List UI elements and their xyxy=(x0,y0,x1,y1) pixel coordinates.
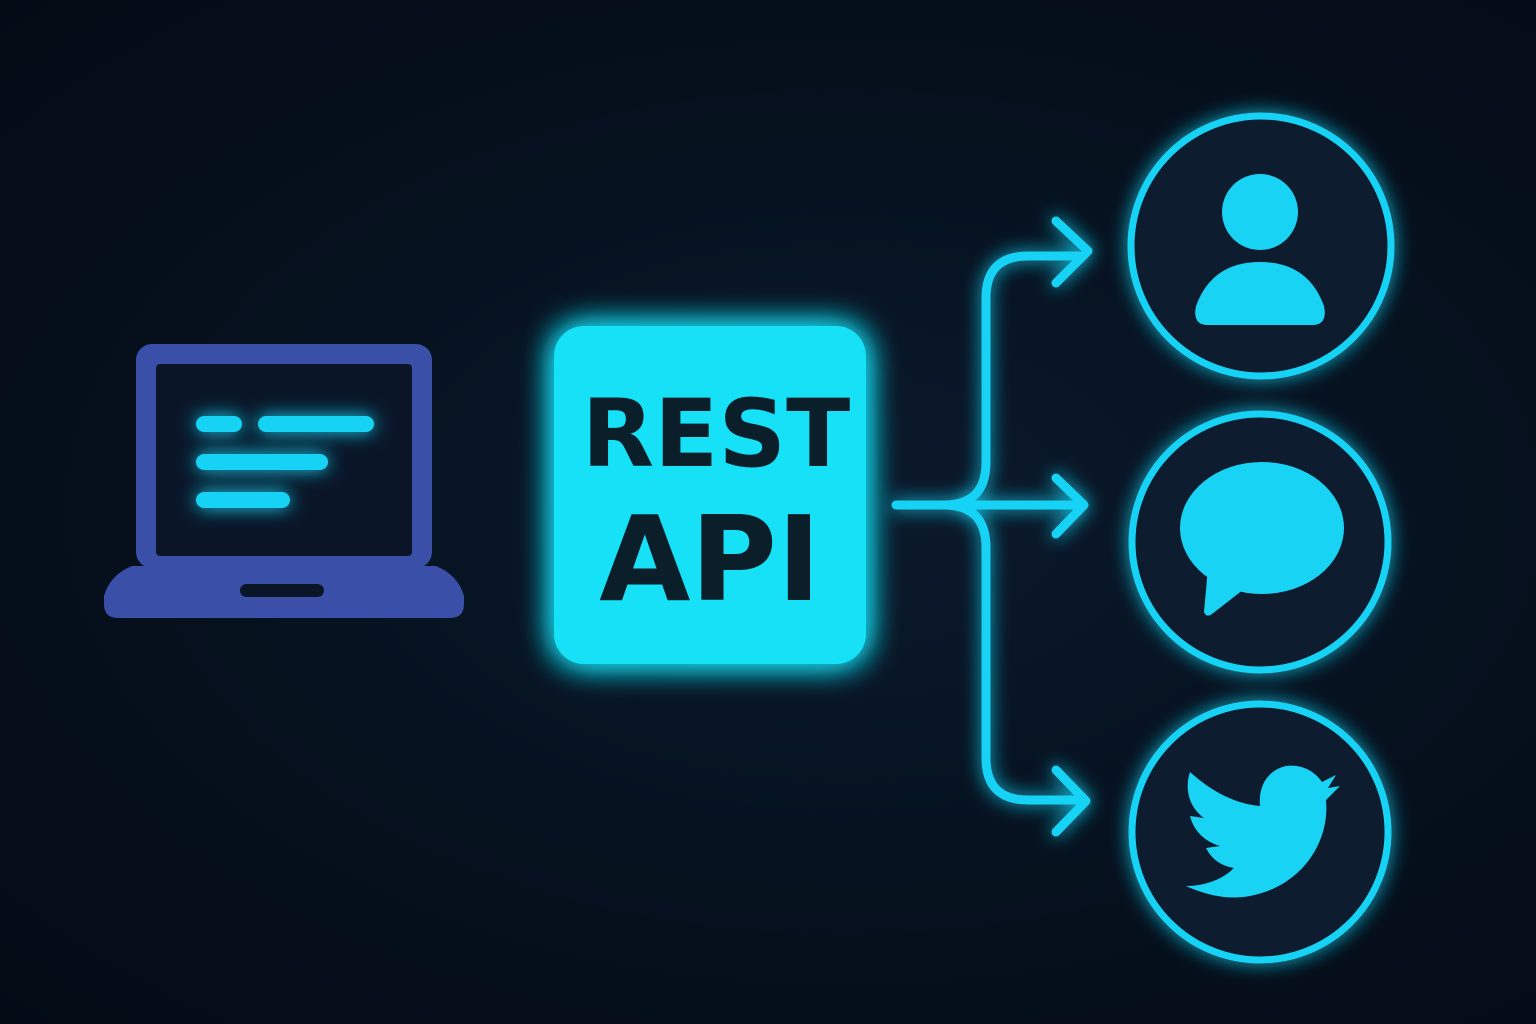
branch-connectors xyxy=(891,216,1093,837)
chat-node xyxy=(1128,410,1392,674)
chat-bubble-icon xyxy=(1180,462,1344,616)
api-label-line1: REST xyxy=(582,380,850,489)
rest-api-box: REST API xyxy=(554,326,866,664)
user-icon xyxy=(1195,174,1325,325)
code-lines xyxy=(196,416,374,508)
twitter-node xyxy=(1128,700,1392,964)
laptop-icon xyxy=(104,344,464,618)
api-label-line2: API xyxy=(599,490,821,628)
twitter-bird-icon xyxy=(1186,765,1340,898)
user-node xyxy=(1127,112,1395,380)
